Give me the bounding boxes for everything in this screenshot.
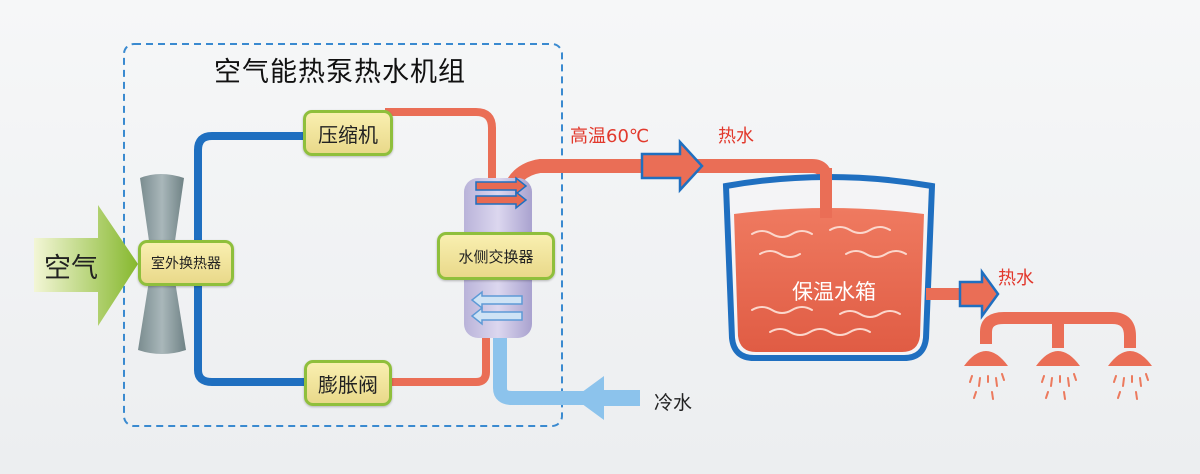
compressor-box: 压缩机 [303,110,393,156]
refrigerant-return-pipe [390,320,490,386]
unit-title: 空气能热泵热水机组 [214,57,466,88]
flow-arrow-icon [640,138,704,194]
water-spray-icon [969,373,1149,400]
flow-arrow-icon [958,268,1000,320]
shower-head-icon [964,351,1152,366]
unit-dashed-border [123,43,563,427]
tank-label: 保温水箱 [792,280,876,304]
hot-water-label-right: 热水 [998,268,1034,289]
cold-water-pipe [493,290,600,405]
water-exchanger-box: 水侧交换器 [437,232,555,280]
storage-tank [722,168,936,361]
expansion-valve-box: 膨胀阀 [304,360,392,406]
high-temp-label: 高温60℃ [570,126,650,147]
refrigerant-hot-pipe [385,108,496,188]
outdoor-exchanger-box: 室外换热器 [138,240,234,286]
cold-water-label: 冷水 [654,392,693,414]
cold-water-inlet-arrow-icon [574,376,640,420]
air-arrow-icon [34,205,138,326]
hot-water-label-top: 热水 [718,126,754,147]
air-label: 空气 [44,253,98,284]
